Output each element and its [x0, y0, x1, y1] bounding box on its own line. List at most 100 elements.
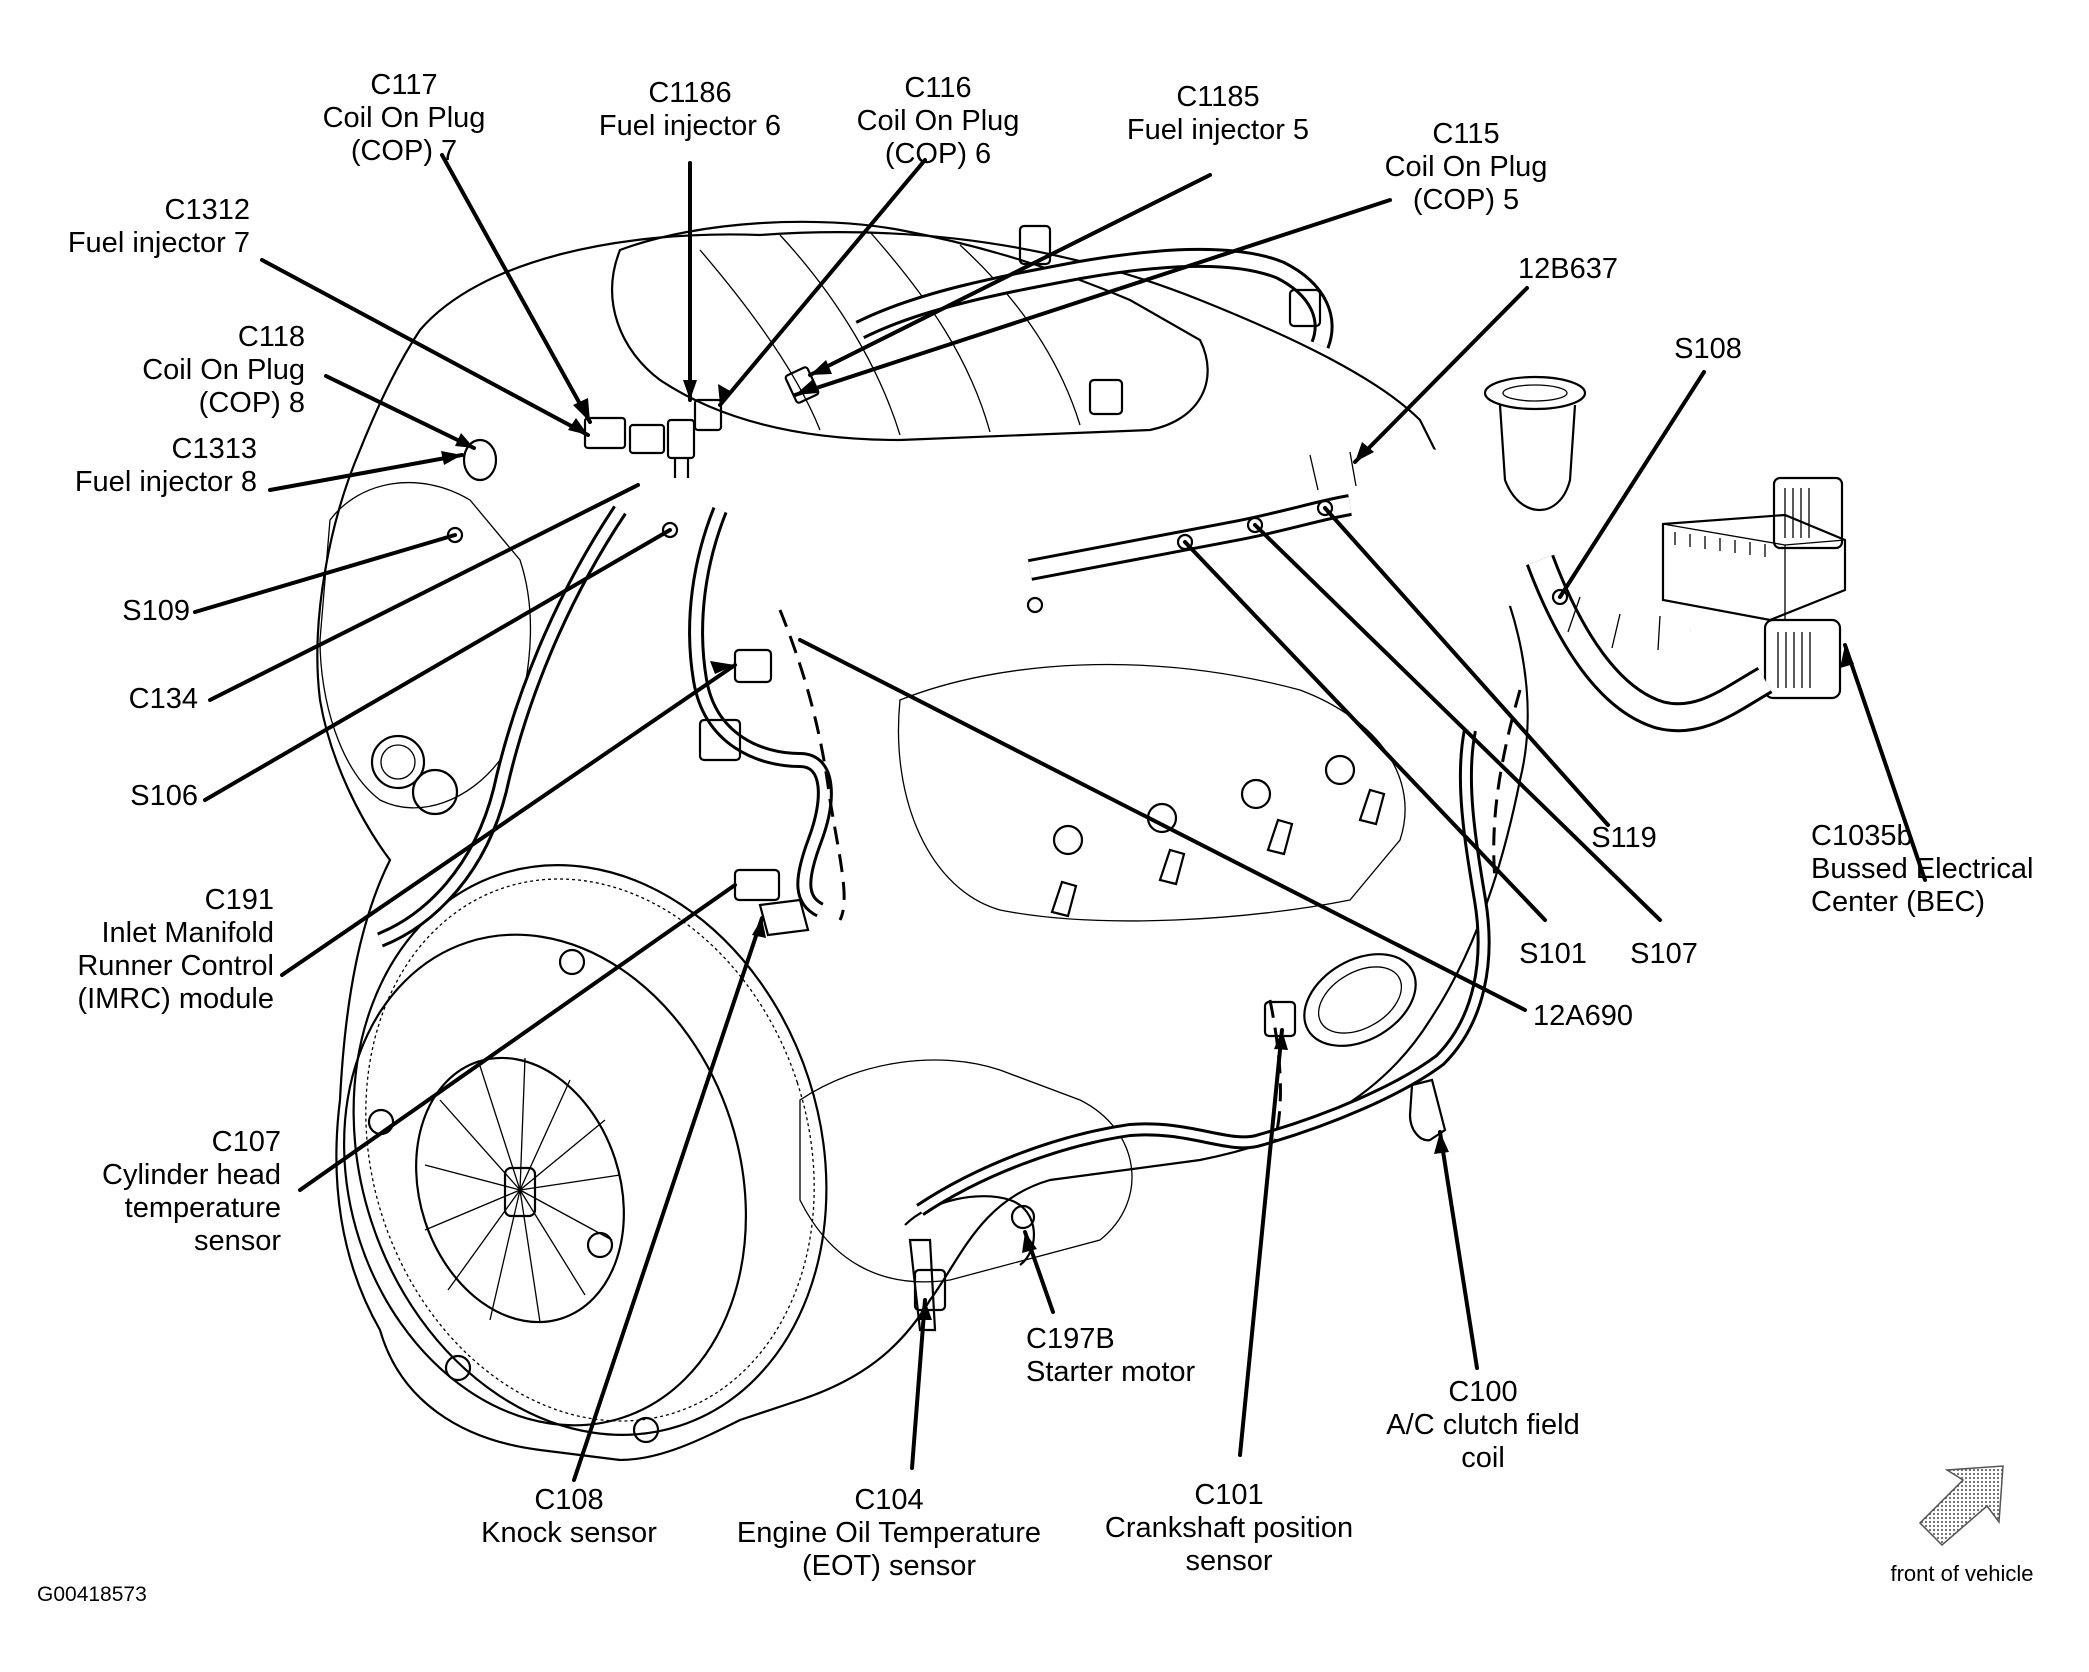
intake-manifold [611, 220, 1209, 442]
callout-desc: (EOT) sensor [801, 1550, 977, 1582]
leader-s101 [1183, 540, 1547, 922]
callout-desc: Engine Oil Temperature [736, 1517, 1042, 1549]
callout-id: C108 [534, 1484, 604, 1516]
callout-c191: C191 Inlet Manifold Runner Control (IMRC… [77, 884, 274, 1016]
leader-c104 [910, 1298, 927, 1470]
callout-c101: C101 Crankshaft position sensor [1105, 1479, 1353, 1578]
flywheel-bolts [367, 948, 660, 1444]
front-arrow-icon [1918, 1465, 2004, 1547]
callout-id: C118 [237, 321, 305, 353]
callout-desc: coil [1461, 1442, 1505, 1474]
leader-c134 [208, 483, 640, 702]
callout-id: 12A690 [1533, 1000, 1633, 1032]
leader-c101 [1238, 1028, 1284, 1457]
callout-id: C116 [904, 72, 972, 104]
callout-desc: sensor [193, 1225, 281, 1257]
callout-desc: Coil On Plug [856, 105, 1020, 137]
callout-s108: S108 [1674, 333, 1742, 366]
callout-c100: C100 A/C clutch field coil [1386, 1376, 1579, 1475]
leader-c1185 [808, 173, 1212, 377]
callout-desc: A/C clutch field [1386, 1409, 1580, 1441]
wiring-harness [376, 247, 1773, 1216]
callout-c1035b: C1035b Bussed Electrical Center (BEC) [1811, 820, 2033, 919]
callout-12b637: 12B637 [1518, 253, 1618, 286]
callout-desc: Bussed Electrical [1811, 853, 2034, 885]
callout-desc: Starter motor [1026, 1356, 1196, 1388]
leader-s119 [1323, 506, 1610, 827]
leader-c1035b [1843, 643, 1927, 882]
callout-desc: sensor [1185, 1545, 1273, 1577]
leader-c108 [572, 916, 764, 1482]
leader-c1313 [268, 453, 464, 492]
left-cylinder-head [319, 482, 532, 809]
callout-c1185: C1185 Fuel injector 5 [1127, 81, 1309, 147]
leader-c191 [280, 663, 737, 977]
callout-c104: C104 Engine Oil Temperature (EOT) sensor [737, 1484, 1041, 1583]
leader-s108 [1558, 370, 1706, 599]
callout-id: 12B637 [1518, 253, 1618, 285]
callout-s109: S109 [122, 595, 190, 628]
leader-c107 [298, 883, 737, 1192]
callout-id: C1186 [648, 77, 732, 109]
engine-block-outline [316, 231, 1529, 1462]
engine-illustration [193, 153, 2004, 1547]
callout-id: C1312 [164, 194, 250, 226]
callout-desc: Center (BEC) [1811, 886, 1986, 918]
clutch-fingers [424, 1057, 621, 1323]
intake-runner-1 [699, 249, 821, 431]
oil-fill-neck [1483, 375, 1587, 512]
callout-c1313: C1313 Fuel injector 8 [75, 433, 257, 499]
callout-id: C104 [854, 1484, 924, 1516]
leader-12a690 [798, 638, 1527, 1012]
callout-desc: Fuel injector 5 [1126, 114, 1310, 146]
callout-desc: (IMRC) module [77, 983, 274, 1015]
callout-id: C115 [1432, 118, 1500, 150]
ac-compressor [1303, 953, 1447, 1142]
callout-id: S119 [1591, 822, 1657, 854]
timing-cover-port-inner [380, 744, 416, 780]
callout-s119: S119 [1591, 822, 1657, 855]
callout-id: C107 [211, 1126, 281, 1158]
callout-id: C134 [128, 683, 198, 715]
figure-id: G00418573 [37, 1583, 147, 1606]
callout-id: S109 [122, 595, 190, 627]
timing-cover-port-2 [411, 768, 459, 816]
callout-desc: Fuel injector 6 [598, 110, 782, 142]
intake-runner-2 [779, 234, 901, 436]
callout-id: C197B [1026, 1323, 1115, 1355]
leader-lines [193, 153, 1927, 1482]
intake-runner-4 [959, 244, 1081, 426]
callout-desc: Coil On Plug [142, 354, 305, 386]
callout-c117: C117 Coil On Plug (COP) 7 [323, 69, 486, 168]
callout-c1312: C1312 Fuel injector 7 [68, 194, 250, 260]
flywheel-clutch [342, 864, 828, 1444]
callout-c108: C108 Knock sensor [481, 1484, 657, 1550]
callout-desc: Fuel injector 7 [67, 227, 250, 259]
callout-desc: Runner Control [77, 950, 274, 982]
callout-12a690: 12A690 [1533, 1000, 1633, 1033]
callout-desc: Crankshaft position [1104, 1512, 1354, 1544]
callout-id: S101 [1519, 938, 1587, 970]
leader-c115 [793, 198, 1392, 397]
leader-12b637 [1353, 286, 1529, 464]
callout-c134: C134 [129, 683, 198, 716]
callout-id: S107 [1630, 938, 1698, 970]
callout-id: C101 [1194, 1479, 1264, 1511]
oil-pan [799, 1059, 1133, 1283]
callout-c118: C118 Coil On Plug (COP) 8 [142, 321, 305, 420]
callout-c115: C115 Coil On Plug (COP) 5 [1385, 118, 1548, 217]
intake-runner-3 [869, 231, 991, 433]
callout-id: C117 [370, 69, 438, 101]
callout-id: C1313 [171, 433, 257, 465]
callout-c197b: C197B Starter motor [1026, 1323, 1195, 1389]
front-of-vehicle-label: front of vehicle [1890, 1561, 2034, 1586]
leader-c116 [718, 158, 927, 407]
callout-desc: (COP) 8 [198, 387, 305, 419]
callout-desc: (COP) 6 [884, 138, 992, 170]
callout-id: S106 [130, 780, 198, 812]
callout-s101: S101 [1519, 938, 1587, 971]
callout-id: C191 [204, 884, 274, 916]
callout-desc: Coil On Plug [1384, 151, 1548, 183]
callout-id: C100 [1448, 1376, 1518, 1408]
